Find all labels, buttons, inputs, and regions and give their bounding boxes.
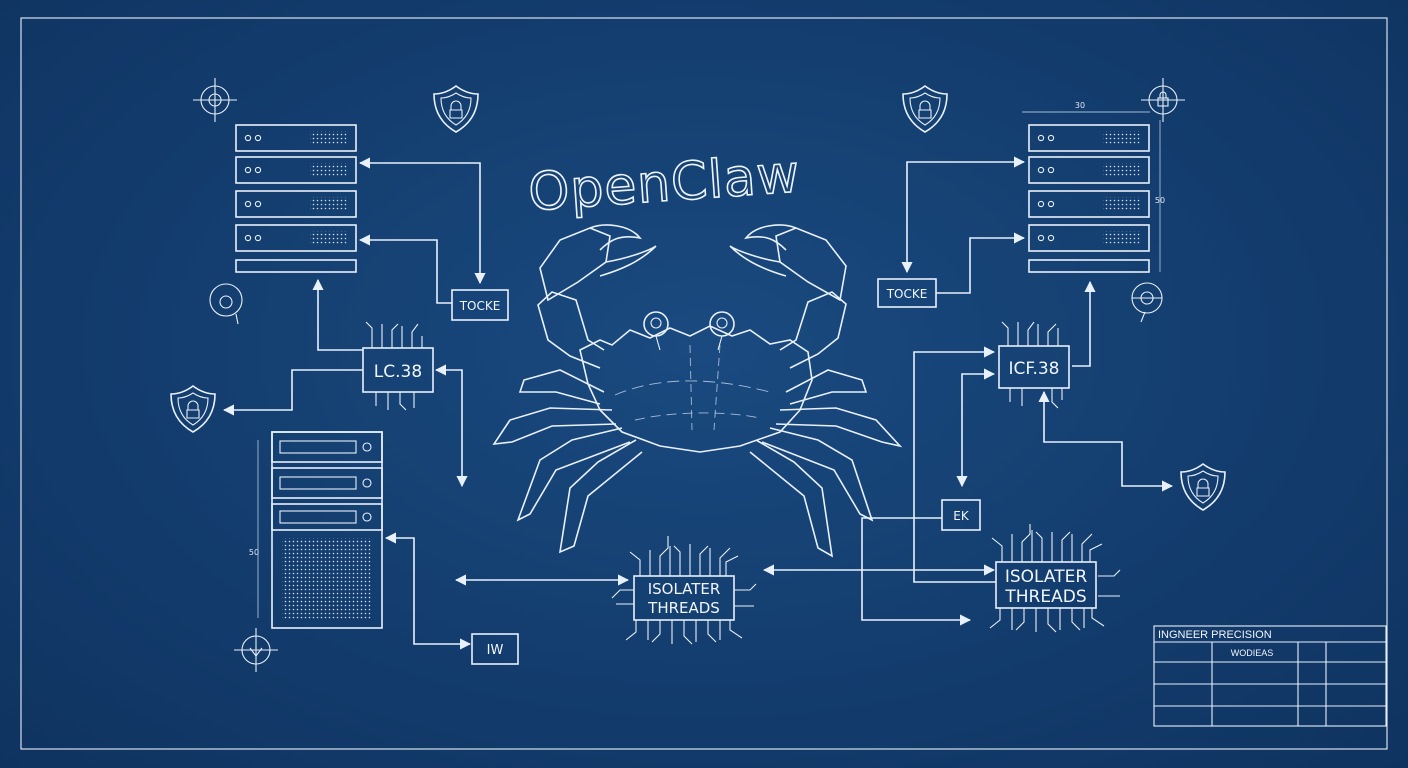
title-block-subheader: WODIEAS (1231, 648, 1274, 658)
connector (1072, 280, 1096, 367)
drawing-border (20, 17, 1388, 750)
connector (936, 232, 1026, 294)
isolater-right-label-2: THREADS (1004, 587, 1086, 607)
target-circle-icon (1131, 282, 1163, 323)
connector (956, 368, 996, 488)
connector (861, 517, 972, 626)
icf-chip: ICF.38 (998, 321, 1070, 409)
iw-label: IW (487, 643, 504, 658)
crab-mascot-illustration (492, 224, 903, 558)
shield-icon (170, 385, 216, 433)
server-rack-right-top (1028, 124, 1150, 273)
icf-chip-label: ICF.38 (1009, 359, 1060, 379)
connector (358, 157, 486, 285)
isolater-left-label-2: THREADS (647, 599, 720, 617)
tocke-label-right: TOCKE (886, 287, 928, 301)
isolater-threads-chip-right: ISOLATER THREADS (989, 524, 1121, 633)
connector (222, 369, 363, 416)
connector (358, 234, 452, 304)
connector (312, 278, 363, 351)
connector (384, 532, 472, 650)
lc-chip-label: LC.38 (374, 362, 422, 382)
lc-chip: LC.38 (362, 321, 434, 411)
connector (434, 364, 468, 488)
dimension-label-left: 50 (249, 548, 259, 557)
title-block: INGNEER PRECISION WODIEAS (1153, 625, 1387, 727)
title-block-header: INGNEER PRECISION (1158, 629, 1272, 641)
dimension-label-right: 50 (1155, 196, 1165, 205)
isolater-right-label-1: ISOLATER (1005, 567, 1087, 587)
shield-icon (902, 85, 948, 133)
iw-box (471, 633, 519, 665)
ek-label: EK (953, 509, 970, 523)
lock-circle-icon (209, 283, 243, 325)
connector (1038, 390, 1174, 492)
target-crosshair-icon (233, 627, 279, 673)
isolater-threads-chip-left: ISOLATER THREADS (611, 536, 757, 645)
isolater-left-label-1: ISOLATER (648, 580, 721, 598)
connector (901, 156, 1026, 274)
lock-crosshair-icon (1140, 77, 1186, 123)
connector (913, 346, 996, 583)
server-tower-left (271, 431, 383, 629)
shield-icon (1180, 463, 1226, 511)
tocke-label-left: TOCKE (459, 299, 501, 313)
target-crosshair-icon (192, 77, 238, 123)
diagram-title: OpenClaw (526, 144, 802, 223)
tocke-box-left (451, 289, 509, 321)
ek-box (941, 499, 981, 531)
dimension-label-top: 30 (1075, 101, 1085, 110)
server-rack-left-top (235, 124, 357, 273)
shield-icon (433, 85, 479, 133)
